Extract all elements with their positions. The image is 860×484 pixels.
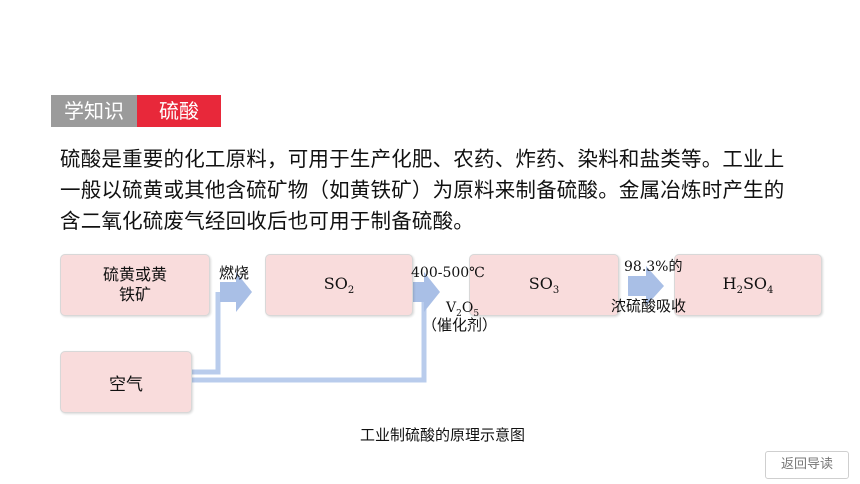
box-air: 空气: [60, 351, 192, 413]
catalyst-formula: V2O5: [446, 300, 480, 319]
intro-paragraph: 硫酸是重要的化工原料，可用于生产化肥、农药、炸药、染料和盐类等。工业上 一般以硫…: [60, 144, 830, 237]
box-so3: SO3: [469, 254, 619, 316]
intro-line-3: 含二氧化硫废气经回收后也可用于制备硫酸。: [60, 209, 474, 233]
diagram-caption: 工业制硫酸的原理示意图: [360, 426, 526, 444]
step-temp-label: 400-500℃: [411, 265, 485, 281]
absorb-conc-label: 98.3%的: [624, 259, 683, 275]
section-tag-topic: 硫酸: [137, 95, 221, 127]
box-raw-material: 硫黄或黄 铁矿: [60, 254, 210, 316]
box-raw-line-2: 铁矿: [118, 285, 151, 304]
h2so4-formula: H2SO4: [722, 273, 774, 297]
catalyst-note: （催化剂）: [422, 316, 498, 334]
flow-arrow-3: [628, 266, 664, 306]
flow-arrow-2: [408, 272, 440, 312]
box-so2: SO2: [265, 254, 413, 316]
step-burn-label: 燃烧: [219, 264, 250, 282]
box-h2so4: H2SO4: [674, 254, 822, 316]
so3-formula: SO3: [528, 273, 560, 297]
intro-line-2: 一般以硫黄或其他含硫矿物（如黄铁矿）为原料来制备硫酸。金属冶炼时产生的: [60, 178, 785, 202]
intro-line-1: 硫酸是重要的化工原料，可用于生产化肥、农药、炸药、染料和盐类等。工业上: [60, 147, 785, 171]
air-connector-2: [190, 292, 427, 383]
air-connector-1: [190, 292, 221, 375]
flow-arrow-1: [220, 272, 252, 312]
section-tag-learn: 学知识: [51, 95, 137, 127]
back-to-guide-button[interactable]: 返回导读: [765, 451, 849, 479]
so2-formula: SO2: [323, 273, 355, 297]
box-air-label: 空气: [109, 374, 143, 395]
box-raw-line-1: 硫黄或黄: [102, 265, 167, 284]
absorb-label: 浓硫酸吸收: [611, 297, 687, 315]
